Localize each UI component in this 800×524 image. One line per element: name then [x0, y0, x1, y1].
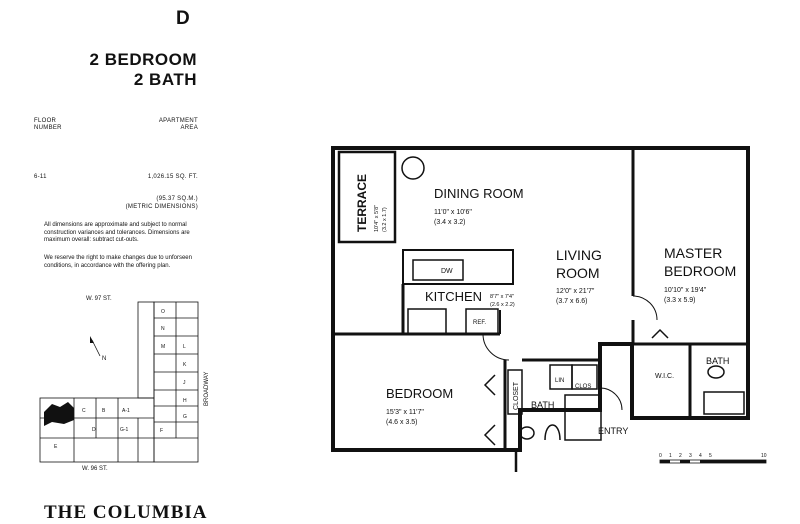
key-plan-unit-labels: O N M L K J H G F A-1 B C D E G-1: [54, 309, 187, 450]
area-value: 1,026.15 SQ. FT.: [147, 174, 198, 180]
door-swings: [482, 295, 669, 446]
dimension-note: All dimensions are approximate and subje…: [44, 222, 190, 243]
key-plan-building: [39, 301, 199, 463]
unit-label-c: C: [82, 408, 86, 414]
unit-label-a1: A-1: [122, 408, 130, 414]
unit-label-h: H: [183, 398, 187, 404]
north-arrow: N: [90, 336, 106, 362]
bath-label: BATH: [531, 400, 554, 410]
living-room-label-2: ROOM: [556, 265, 600, 281]
entry-label: ENTRY: [598, 426, 628, 436]
street-side: BROADWAY: [204, 372, 210, 406]
unit-label-n: N: [161, 326, 165, 332]
floor-label: FLOOR NUMBER: [34, 118, 62, 131]
scale-tick-5: 5: [709, 453, 712, 459]
unit-label-m: M: [161, 344, 165, 350]
kitchen-dim-metric: (2.6 x 2.2): [490, 302, 515, 308]
unit-label-g1: G-1: [120, 427, 129, 433]
north-label: N: [102, 356, 106, 362]
master-bedroom-dim-metric: (3.3 x 5.9): [664, 297, 696, 304]
dining-room-label: DINING ROOM: [434, 186, 524, 201]
scale-tick-4: 4: [699, 453, 702, 459]
master-bedroom-dim: 10'10" x 19'4": [664, 287, 707, 294]
closet-label: CLOSET: [513, 381, 520, 410]
unit-label-g: G: [183, 414, 187, 420]
street-bottom: W. 96 ST.: [82, 466, 108, 472]
bedroom-dim-metric: (4.6 x 3.5): [386, 419, 418, 426]
master-bedroom-label-1: MASTER: [664, 245, 722, 261]
key-plan-highlight-unit: [44, 402, 74, 426]
linen-closet-label: LIN: [555, 378, 564, 384]
unit-label-b: B: [102, 408, 106, 414]
bedroom-label: BEDROOM: [386, 386, 453, 401]
wic-label: W.I.C.: [655, 373, 674, 380]
refrigerator-label: REF.: [473, 320, 486, 326]
building-name: THE COLUMBIA: [44, 502, 208, 523]
street-top: W. 97 ST.: [86, 296, 112, 302]
master-bedroom-label-2: BEDROOM: [664, 263, 736, 279]
dining-room-dim: 11'0" x 10'6": [434, 209, 472, 216]
key-plan: W. 97 ST. W. 96 ST. BROADWAY N O N M: [39, 296, 210, 472]
floor-plan-walls: [331, 146, 750, 452]
dishwasher-label: DW: [441, 268, 453, 275]
unit-label-j: J: [183, 380, 186, 386]
closet-small-label: CLOS: [575, 384, 591, 390]
area-label: APARTMENT AREA: [158, 118, 198, 131]
unit-label-f: F: [160, 428, 163, 434]
kitchen-label: KITCHEN: [425, 289, 482, 304]
living-room-dim-metric: (3.7 x 6.6): [556, 298, 588, 305]
scale-tick-1: 1: [669, 453, 672, 459]
scale-bar: 0 1 2 3 4 5 10: [659, 453, 767, 464]
unit-label-l: L: [183, 344, 186, 350]
unit-label-o: O: [161, 309, 165, 315]
unit-label-e: E: [54, 444, 58, 450]
unit-label-d: D: [92, 427, 96, 433]
unit-letter: D: [176, 8, 190, 29]
dining-room-dim-metric: (3.4 x 3.2): [434, 219, 466, 226]
scale-tick-2: 2: [679, 453, 682, 459]
changes-note: We reserve the right to make changes due…: [44, 255, 192, 269]
living-room-label-1: LIVING: [556, 247, 602, 263]
unit-bedrooms: 2 BEDROOM: [89, 50, 197, 69]
unit-label-k: K: [183, 362, 187, 368]
terrace-dim: 10'4" x 5'8": [374, 205, 380, 232]
terrace-label: TERRACE: [355, 174, 369, 232]
scale-tick-10: 10: [761, 453, 767, 459]
master-bath-label: BATH: [706, 356, 729, 366]
unit-baths: 2 BATH: [133, 70, 197, 89]
scale-tick-0: 0: [659, 453, 662, 459]
floor-value: 6-11: [34, 174, 47, 180]
bedroom-dim: 15'3" x 11'7": [386, 409, 424, 416]
terrace-dim-metric: (3.2 x 1.7): [382, 207, 388, 232]
area-metric: (95.37 SQ.M.): [156, 196, 198, 202]
metric-note: (METRIC DIMENSIONS): [125, 204, 198, 210]
living-room-dim: 12'0" x 21'7": [556, 288, 595, 295]
kitchen-dim: 8'7" x 7'4": [490, 294, 514, 300]
scale-tick-3: 3: [689, 453, 692, 459]
